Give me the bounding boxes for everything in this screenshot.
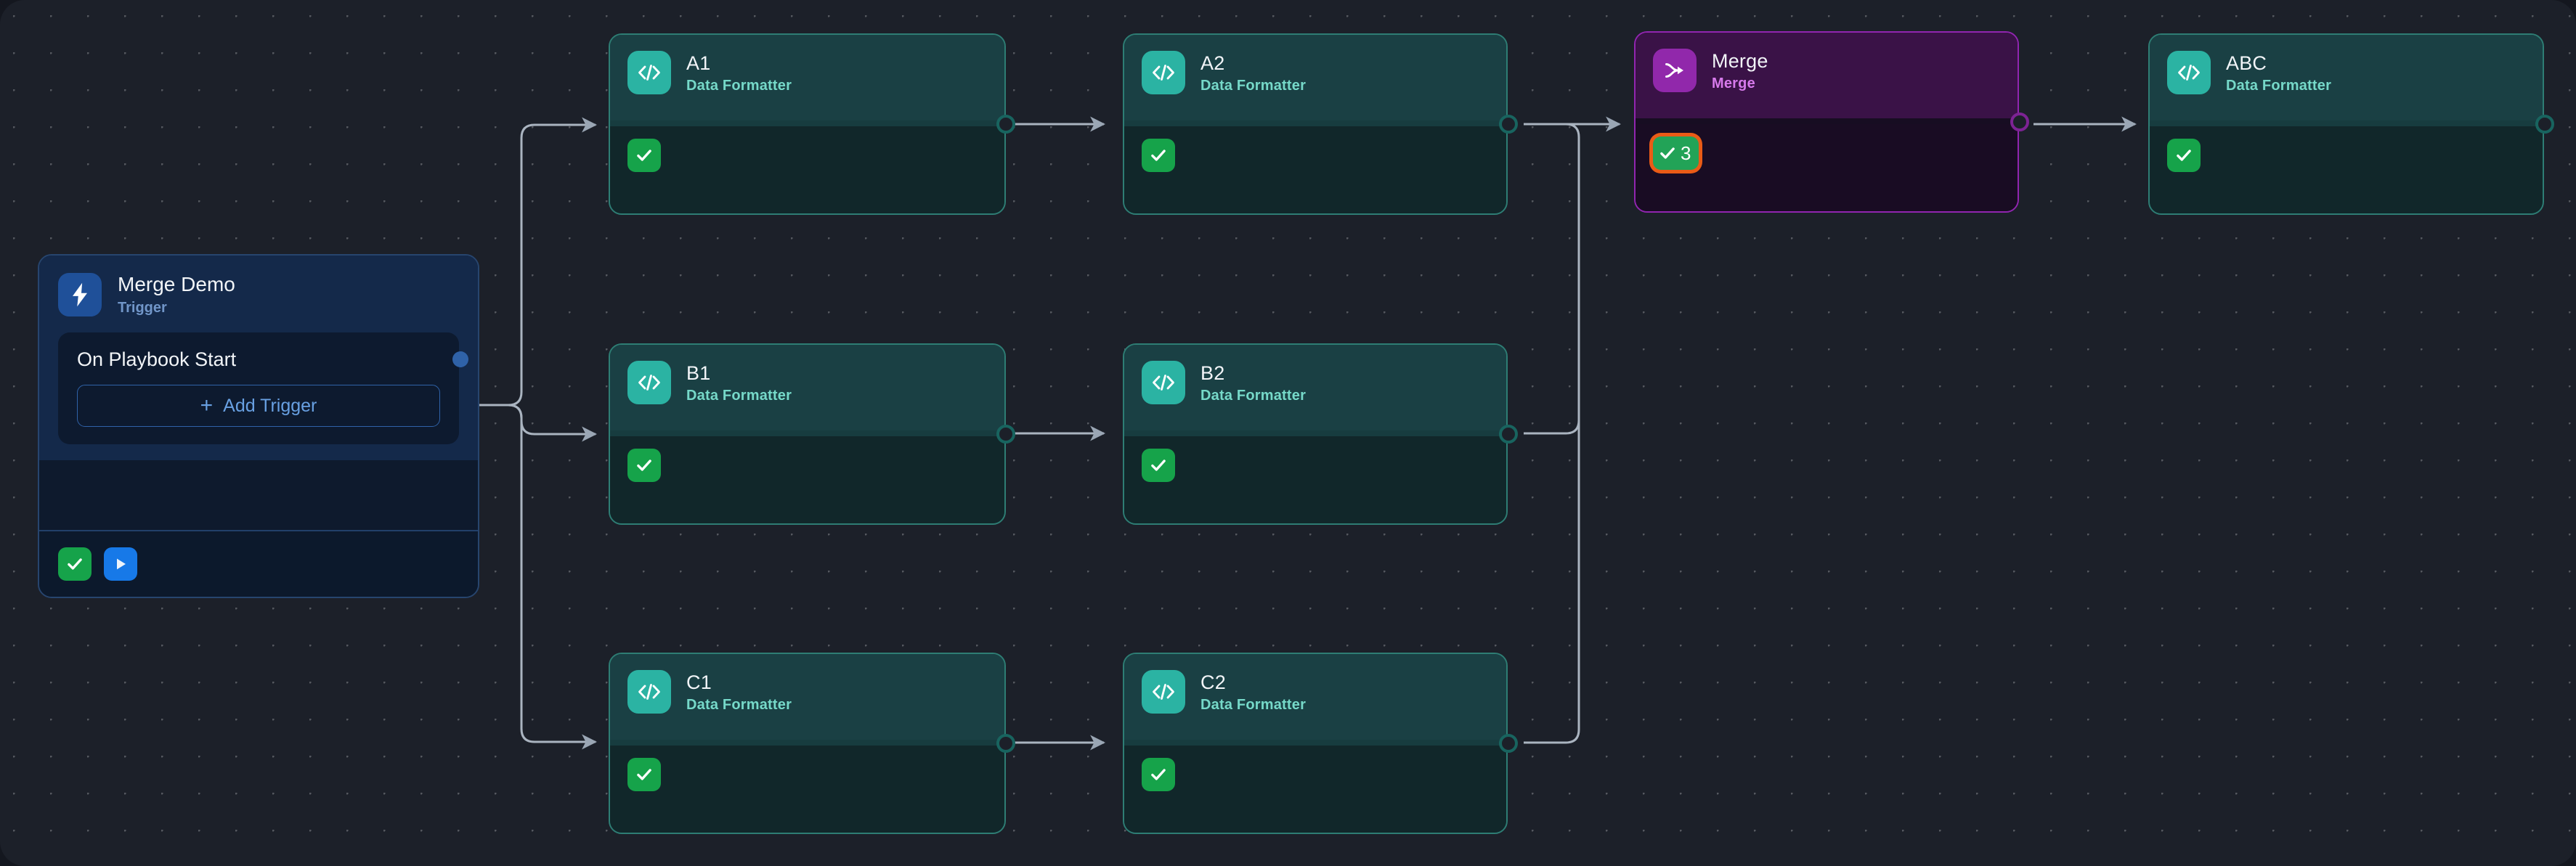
status-badge[interactable] <box>627 139 661 172</box>
node-title: ABC <box>2226 52 2267 74</box>
trigger-node[interactable]: Merge Demo Trigger On Playbook Start + A… <box>38 254 479 598</box>
code-brackets-icon <box>627 361 671 404</box>
node-subtitle: Merge <box>1712 75 1755 91</box>
trigger-body: On Playbook Start + Add Trigger <box>58 332 468 444</box>
status-badge[interactable] <box>627 449 661 482</box>
status-badge[interactable]: 3 <box>1653 136 1699 170</box>
node-subtitle: Data Formatter <box>1200 697 1307 713</box>
edge-trigger-b1 <box>469 404 598 442</box>
code-brackets-icon <box>627 51 671 94</box>
lightning-bolt-icon <box>58 273 102 316</box>
trigger-subtitle: Trigger <box>118 300 167 316</box>
node-merge[interactable]: Merge Merge 3 <box>1634 31 2029 213</box>
add-trigger-label: Add Trigger <box>223 395 317 416</box>
code-brackets-icon <box>627 670 671 714</box>
node-subtitle: Data Formatter <box>686 697 792 713</box>
code-brackets-icon <box>1142 670 1185 714</box>
edge-a2-merge-bus <box>1524 123 1580 744</box>
node-c1[interactable]: C1 Data Formatter <box>609 653 1015 834</box>
node-c2[interactable]: C2 Data Formatter <box>1123 653 1518 834</box>
add-trigger-button[interactable]: + Add Trigger <box>77 385 440 427</box>
status-badge[interactable] <box>2167 139 2201 172</box>
validate-button[interactable] <box>58 547 92 581</box>
node-a2[interactable]: A2 Data Formatter <box>1123 33 1518 215</box>
status-badge[interactable] <box>1142 139 1175 172</box>
output-handle[interactable] <box>1499 115 1518 134</box>
trigger-output-handle[interactable] <box>452 351 468 367</box>
trigger-row-label: On Playbook Start <box>77 348 237 370</box>
status-count: 3 <box>1681 142 1691 164</box>
run-button[interactable] <box>104 547 137 581</box>
node-subtitle: Data Formatter <box>686 78 792 94</box>
edge-b2-merge <box>1524 420 1580 435</box>
status-badge[interactable] <box>1142 449 1175 482</box>
node-title: Merge <box>1712 50 1768 72</box>
node-title: C2 <box>1200 671 1226 693</box>
node-title: C1 <box>686 671 712 693</box>
output-handle[interactable] <box>1499 425 1518 444</box>
trigger-header: Merge Demo Trigger On Playbook Start + A… <box>39 256 478 460</box>
trigger-title: Merge Demo <box>118 273 235 295</box>
output-handle[interactable] <box>996 425 1015 444</box>
plus-icon: + <box>200 393 214 417</box>
edge-trigger-a1 <box>469 117 598 407</box>
code-brackets-icon <box>1142 361 1185 404</box>
node-title: A2 <box>1200 52 1225 74</box>
node-title: B1 <box>686 362 711 384</box>
node-title: A1 <box>686 52 711 74</box>
node-b1[interactable]: B1 Data Formatter <box>609 343 1015 525</box>
trigger-row-on-playbook-start[interactable]: On Playbook Start <box>77 348 468 385</box>
node-title: B2 <box>1200 362 1225 384</box>
merge-arrow-icon <box>1653 49 1697 92</box>
code-brackets-icon <box>1142 51 1185 94</box>
status-badge-highlight: 3 <box>1649 133 1703 173</box>
node-subtitle: Data Formatter <box>1200 78 1307 94</box>
node-a1[interactable]: A1 Data Formatter <box>609 33 1015 215</box>
edge-trigger-c1 <box>469 404 598 750</box>
node-subtitle: Data Formatter <box>686 388 792 404</box>
output-handle[interactable] <box>996 734 1015 753</box>
status-badge[interactable] <box>1142 758 1175 791</box>
code-brackets-icon <box>2167 51 2211 94</box>
output-handle[interactable] <box>996 115 1015 134</box>
output-handle[interactable] <box>1499 734 1518 753</box>
node-b2[interactable]: B2 Data Formatter <box>1123 343 1518 525</box>
trigger-footer <box>39 530 478 597</box>
node-subtitle: Data Formatter <box>2226 78 2332 94</box>
node-abc[interactable]: ABC Data Formatter <box>2148 33 2554 215</box>
output-handle[interactable] <box>2010 113 2029 131</box>
output-handle[interactable] <box>2535 115 2554 134</box>
node-subtitle: Data Formatter <box>1200 388 1307 404</box>
status-badge[interactable] <box>627 758 661 791</box>
